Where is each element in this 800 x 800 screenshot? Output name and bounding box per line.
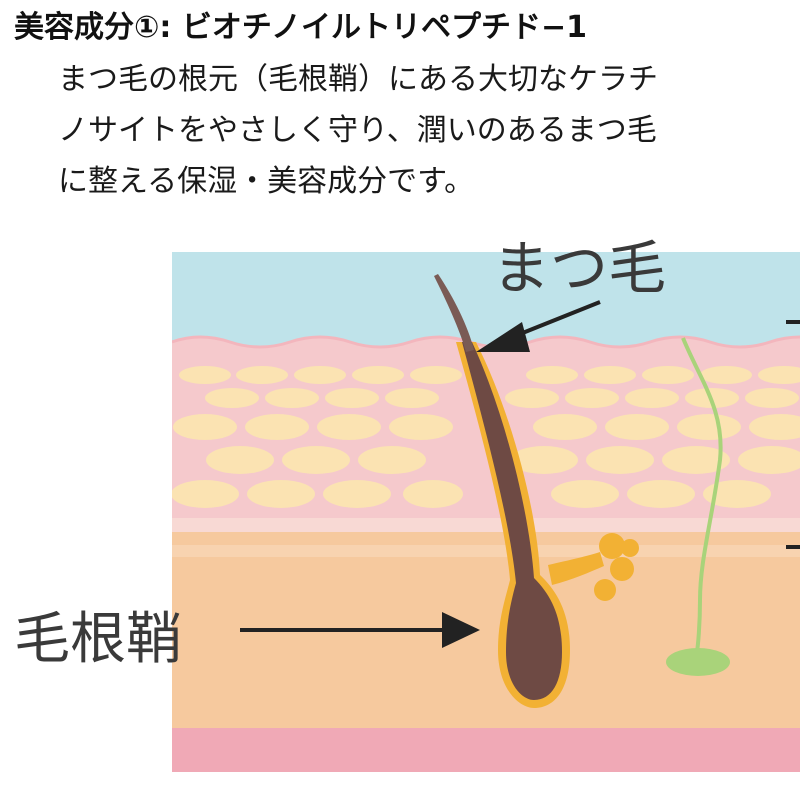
nerve-fiber [681, 337, 723, 653]
description-line-2: ノサイトをやさしく守り、潤いのあるまつ毛 [58, 113, 657, 148]
root-sheath-label: 毛根鞘 [14, 607, 182, 672]
description-line-1: まつ毛の根元（毛根鞘）にある大切なケラチ [58, 62, 658, 97]
air-layer [172, 252, 800, 352]
skin-cells [172, 366, 800, 508]
subcutis-layer [172, 728, 800, 772]
page-title: 美容成分①: ビオチノイルトリペプチド−1 [14, 10, 587, 45]
dermis-highlight [172, 545, 800, 557]
sebaceous-gland [548, 533, 639, 601]
eyelash-label: まつ毛 [492, 234, 666, 302]
root-sheath-arrow [240, 612, 480, 648]
description-line-3: に整える保湿・美容成分です。 [58, 164, 475, 199]
basal-layer [172, 518, 800, 532]
eyelash-shaft [434, 274, 474, 352]
nerve-ending [666, 648, 730, 676]
skin-cross-section [172, 252, 800, 772]
description-text: まつ毛の根元（毛根鞘）にある大切なケラチ ノサイトをやさしく守り、潤いのあるまつ… [58, 54, 778, 207]
eyelash-arrow [476, 300, 601, 352]
hair-follicle [462, 342, 562, 700]
